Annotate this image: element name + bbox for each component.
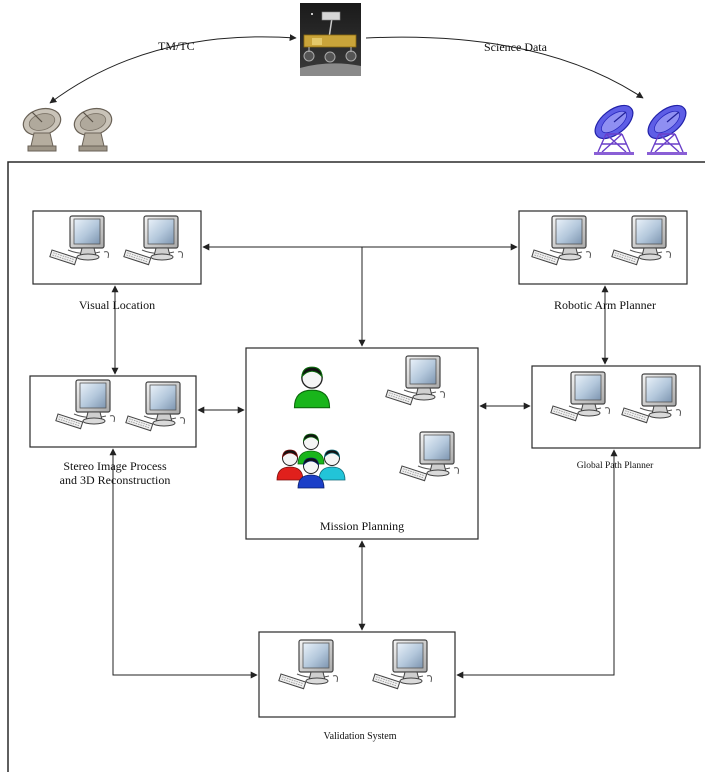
global-path-planner-label: Global Path Planner (576, 461, 654, 471)
mission-planning-label: Mission Planning (319, 519, 405, 533)
stereo-image-process-label: Stereo Image Process (63, 459, 167, 473)
rover-icon (300, 3, 361, 76)
science-data-label: Science Data (484, 40, 547, 54)
tm-tc-label: TM/TC (158, 39, 195, 53)
stereo-image-process-label-line2: and 3D Reconstruction (59, 473, 171, 487)
science-data-link-arrow (365, 36, 644, 99)
ground-system-frame (7, 161, 705, 772)
tm-tc-link-arrow (49, 34, 297, 104)
robotic-arm-planner-label: Robotic Arm Planner (554, 298, 656, 312)
visual-location-label: Visual Location (78, 298, 156, 312)
satellite-dish-icon (19, 103, 116, 152)
connector-lines (109, 243, 618, 679)
validation-system-label: Validation System (323, 731, 397, 742)
radio-telescope-icon (588, 98, 693, 156)
